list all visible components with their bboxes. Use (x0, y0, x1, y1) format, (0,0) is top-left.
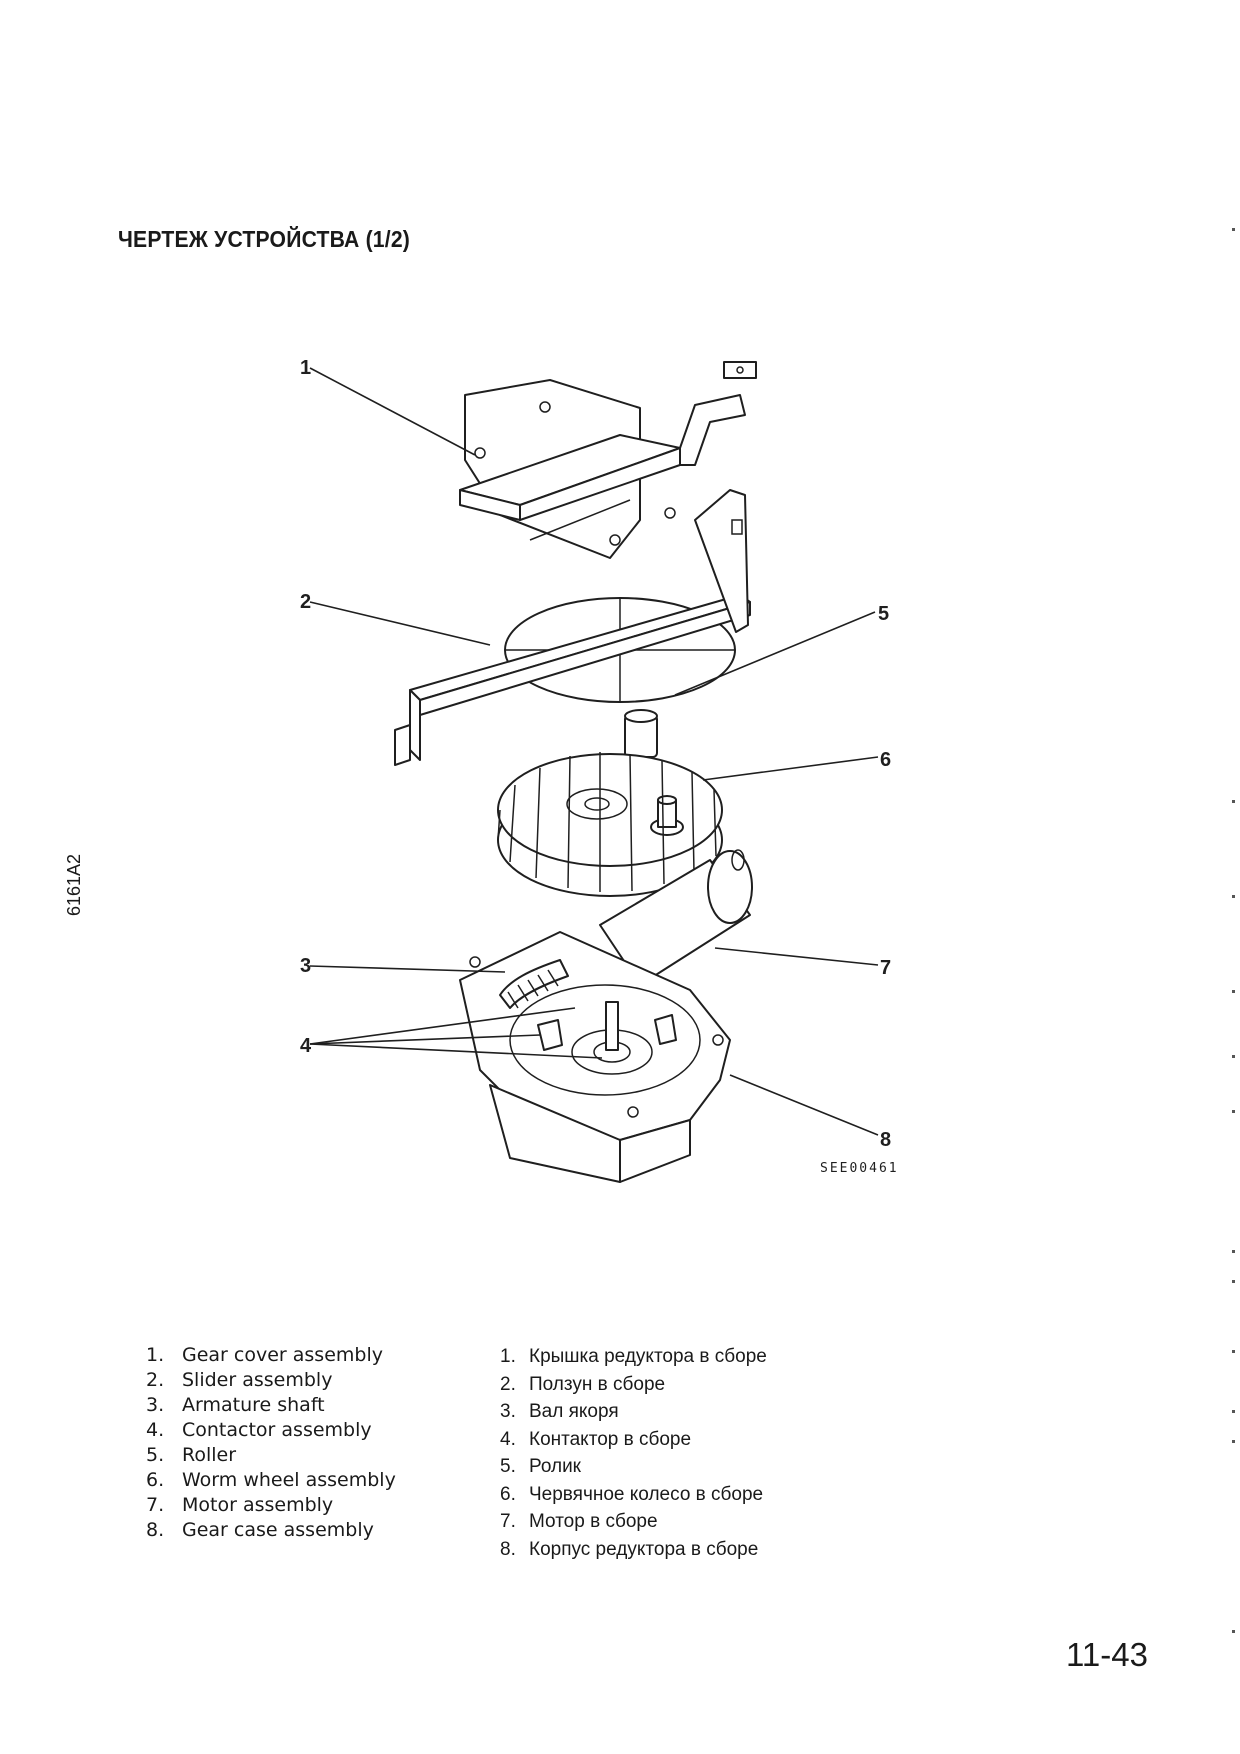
legend-item: 7. Мотор в сборе (500, 1508, 767, 1536)
callout-1: 1 (300, 357, 311, 379)
legend-item: 2. Ползун в сборе (500, 1371, 767, 1399)
legend-number: 4. (146, 1419, 165, 1441)
legend-label: Contactor assembly (182, 1419, 372, 1441)
side-document-code: 6161A2 (64, 853, 84, 916)
figure-code: SEE00461 (820, 1161, 899, 1176)
legend-number: 1. (500, 1346, 516, 1367)
legend-item: 8. Корпус редуктора в сборе (500, 1536, 767, 1564)
callout-7: 7 (880, 957, 891, 979)
page-number: 11-43 (1066, 1636, 1148, 1673)
legend-label: Вал якоря (529, 1401, 619, 1422)
legend-item: 1. Крышка редуктора в сборе (500, 1343, 767, 1371)
callout-2: 2 (300, 591, 311, 613)
legend-label: Roller (182, 1444, 237, 1466)
legend-item: 4. Контактор в сборе (500, 1426, 767, 1454)
legend-number: 8. (500, 1538, 516, 1560)
page-title: ЧЕРТЕЖ УСТРОЙСТВА (1/2) (118, 226, 411, 252)
motor-part (599, 849, 753, 986)
legend-label: Gear case assembly (182, 1519, 374, 1541)
legend-item: 8. Gear case assembly (146, 1518, 396, 1543)
roller-part (624, 709, 658, 758)
legend-number: 2. (146, 1369, 165, 1391)
callout-8: 8 (880, 1129, 891, 1151)
exploded-assembly-drawing: 1 2 3 4 5 6 7 8 SEE00461 (300, 340, 1000, 1320)
legend-number: 3. (146, 1394, 165, 1416)
legend-label: Gear cover assembly (182, 1344, 383, 1366)
binding-edge-marks (1232, 0, 1236, 1754)
legend-number: 5. (500, 1456, 516, 1477)
legend-english: 1.Gear cover assembly 2.Slider assembly … (146, 1343, 396, 1543)
legend-label: Slider assembly (182, 1369, 333, 1391)
legend-item: 6. Червячное колесо в сборе (500, 1481, 767, 1509)
legend-item: 3. Armature shaft (146, 1393, 396, 1418)
worm-wheel-part (497, 752, 723, 897)
legend-number: 8. (146, 1519, 165, 1541)
legend-label: Motor assembly (182, 1494, 334, 1516)
gear-cover-part (459, 361, 757, 559)
legend-label: Крышка редуктора в сборе (529, 1346, 767, 1367)
legend-item: 2. Slider assembly (146, 1368, 396, 1393)
legend-item: 5. Ролик (500, 1453, 767, 1481)
legend-number: 7. (146, 1494, 165, 1516)
legend-number: 6. (146, 1469, 165, 1491)
callout-6: 6 (880, 749, 891, 771)
legend-label: Корпус редуктора в сборе (529, 1538, 759, 1560)
legend-label: Ползун в сборе (529, 1373, 666, 1395)
legend-label: Контактор в сборе (529, 1428, 692, 1450)
legend-number: 3. (500, 1401, 516, 1422)
legend-label: Worm wheel assembly (182, 1469, 396, 1491)
callout-4: 4 (300, 1035, 312, 1057)
callout-3: 3 (300, 955, 311, 977)
legend-item: 5. Roller (146, 1443, 396, 1468)
legend-label: Ролик (529, 1456, 581, 1477)
legend-number: 4. (500, 1428, 516, 1450)
legend-item: 4. Contactor assembly (146, 1418, 396, 1443)
legend-number: 6. (500, 1483, 516, 1505)
legend-number: 1. (146, 1344, 165, 1366)
legend-label: Armature shaft (182, 1394, 325, 1416)
callout-5: 5 (878, 603, 889, 625)
legend-item: 6. Worm wheel assembly (146, 1468, 396, 1493)
leader-lines (309, 367, 879, 1136)
legend-label: Мотор в сборе (529, 1511, 658, 1532)
slider-part (394, 489, 751, 766)
legend-number: 7. (500, 1511, 516, 1532)
legend-item: 1. Gear cover assembly (146, 1343, 396, 1368)
legend-number: 2. (500, 1373, 516, 1395)
legend-russian: 1. Крышка редуктора в сборе 2. Ползун в сб… (500, 1343, 767, 1563)
gear-case-part (459, 931, 731, 1183)
legend-number: 5. (146, 1444, 165, 1466)
legend-item: 3. Вал якоря (500, 1398, 767, 1426)
legend-label: Червячное колесо в сборе (529, 1483, 764, 1505)
legend-item: 7. Motor assembly (146, 1493, 396, 1518)
